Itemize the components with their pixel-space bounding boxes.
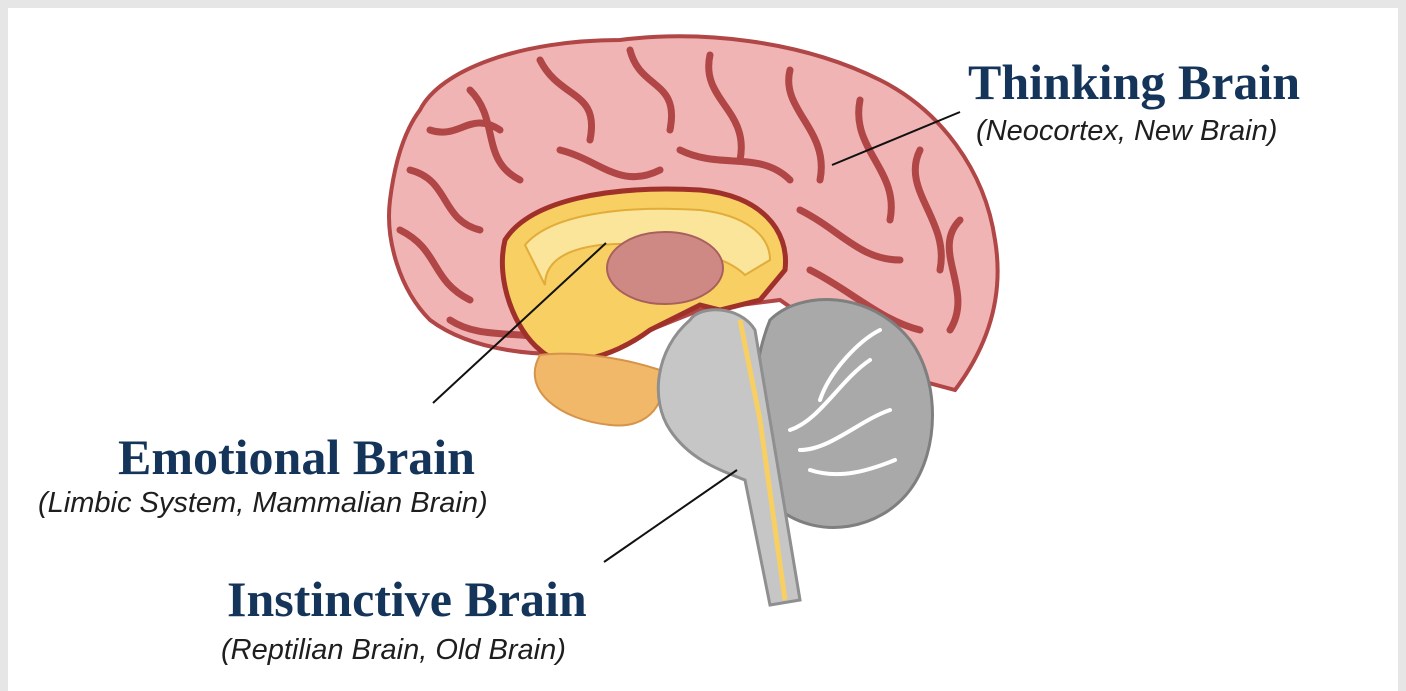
thinking-brain-subtitle: (Neocortex, New Brain) — [976, 117, 1277, 146]
instinctive-brain-subtitle: (Reptilian Brain, Old Brain) — [221, 636, 566, 665]
thinking-brain-title: Thinking Brain — [968, 57, 1300, 107]
emotional-brain-title: Emotional Brain — [118, 432, 475, 482]
thalamus — [607, 232, 723, 304]
hypothalamus — [535, 354, 663, 426]
instinctive-leader-line — [604, 470, 737, 562]
instinctive-brain-title: Instinctive Brain — [227, 574, 587, 624]
emotional-brain-subtitle: (Limbic System, Mammalian Brain) — [38, 489, 488, 518]
